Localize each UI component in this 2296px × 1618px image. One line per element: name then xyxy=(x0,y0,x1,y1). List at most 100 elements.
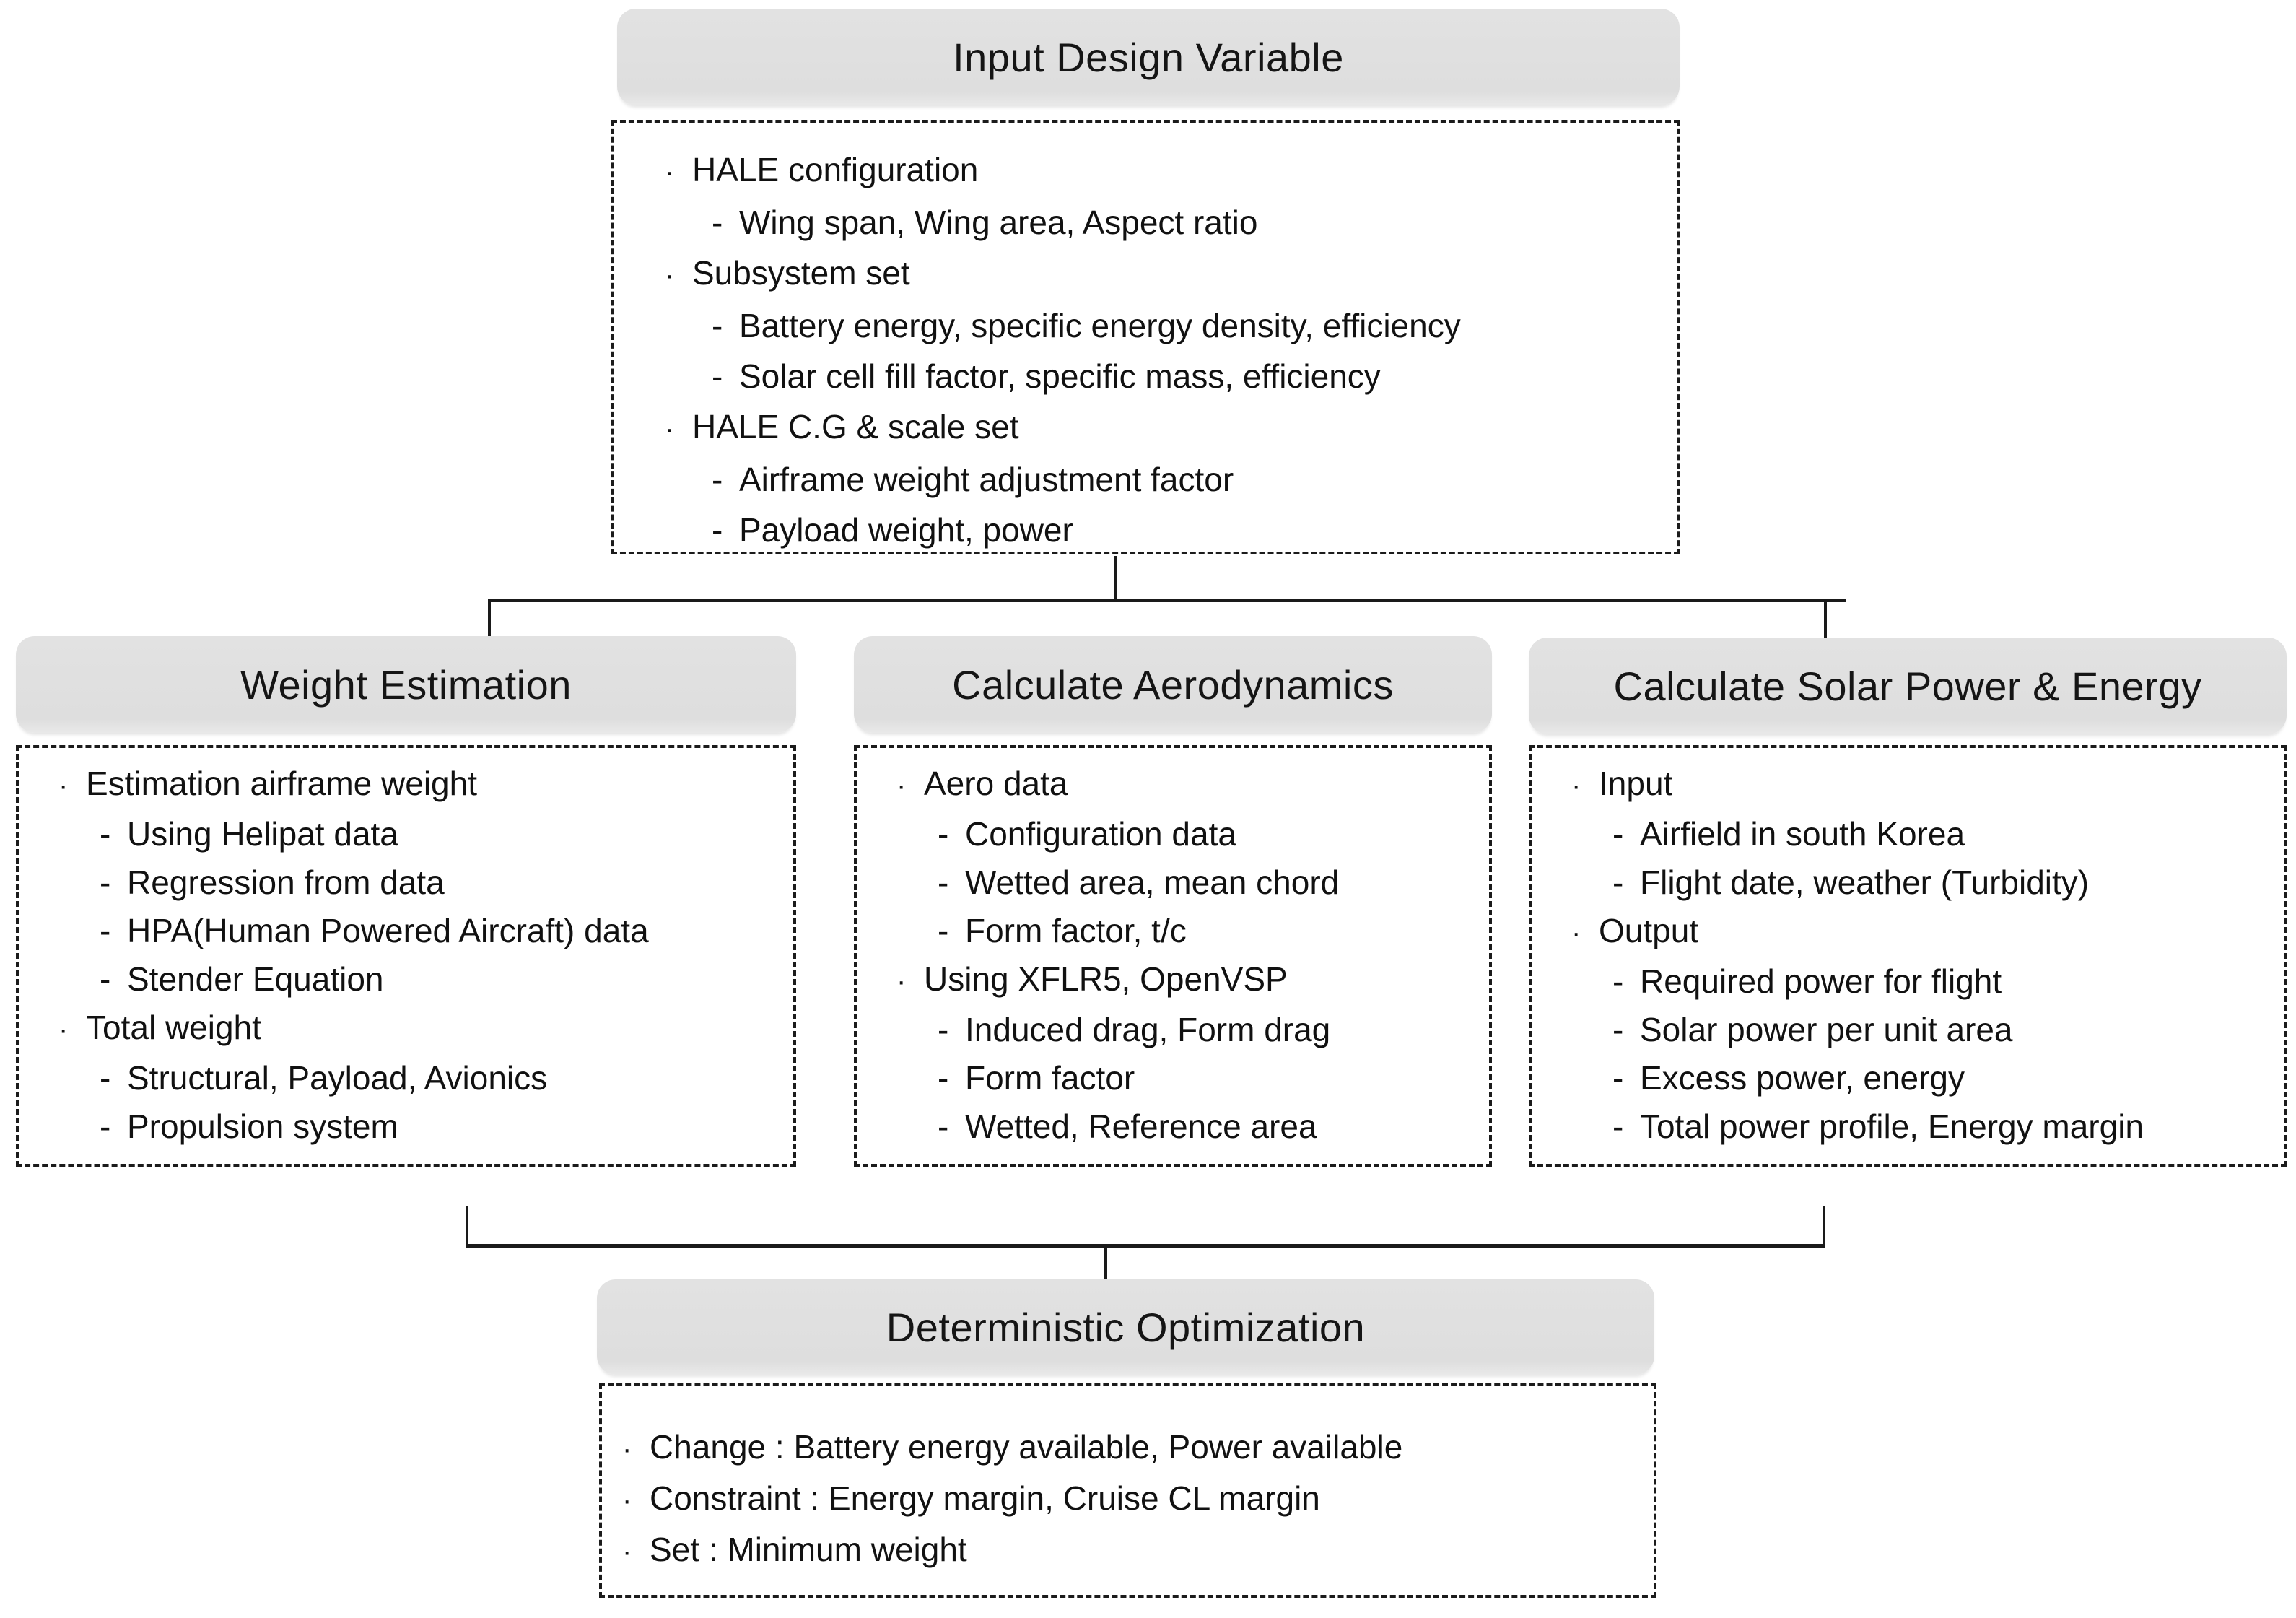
dash-bullet-icon: - xyxy=(938,864,949,901)
list-subitem-label: Stender Equation xyxy=(127,960,384,998)
deterministic-optimization-details-box: · Change : Battery energy available, Powe… xyxy=(599,1383,1656,1598)
input-design-variable-details-box: ·HALE configuration-Wing span, Wing area… xyxy=(611,120,1680,554)
list-subitem: -HPA(Human Powered Aircraft) data xyxy=(100,907,786,955)
flow-connector-bottom-right-riser xyxy=(1823,1206,1825,1248)
list-item-label: Estimation airframe weight xyxy=(86,765,477,802)
dash-bullet-icon: - xyxy=(712,511,723,549)
list-subitem: -Payload weight, power xyxy=(712,505,1669,555)
dot-bullet-icon: · xyxy=(622,1484,632,1516)
list-subitem-label: Solar cell fill factor, specific mass, e… xyxy=(739,357,1381,395)
list-subitem: -Battery energy, specific energy density… xyxy=(712,300,1669,351)
dash-bullet-icon: - xyxy=(100,815,111,853)
dash-bullet-icon: - xyxy=(100,1059,111,1097)
list-subitem: -Solar cell fill factor, specific mass, … xyxy=(712,351,1669,401)
dash-bullet-icon: - xyxy=(712,357,723,395)
calculate-solar-power-list: ·Input-Airfield in south Korea-Flight da… xyxy=(1532,748,2284,1151)
list-subitem: -Structural, Payload, Avionics xyxy=(100,1054,786,1102)
dash-bullet-icon: - xyxy=(1612,1059,1624,1097)
calculate-aerodynamics-list: ·Aero data-Configuration data-Wetted are… xyxy=(857,748,1489,1151)
list-subitem: -Airframe weight adjustment factor xyxy=(712,454,1669,505)
list-item-label: HALE configuration xyxy=(692,151,979,188)
flow-connector-bottom-bus xyxy=(466,1244,1825,1248)
list-item: ·Using XFLR5, OpenVSP xyxy=(896,955,1482,1006)
list-item: ·Input xyxy=(1571,760,2277,810)
list-subitem-label: Payload weight, power xyxy=(739,511,1073,549)
list-subitem-label: Battery energy, specific energy density,… xyxy=(739,307,1461,344)
calculate-aerodynamics-details-box: ·Aero data-Configuration data-Wetted are… xyxy=(854,745,1492,1167)
dash-bullet-icon: - xyxy=(938,1011,949,1048)
list-item-label: Set : Minimum weight xyxy=(650,1531,967,1568)
dash-bullet-icon: - xyxy=(712,461,723,498)
list-subitem-label: HPA(Human Powered Aircraft) data xyxy=(127,912,649,949)
list-subitem: -Form factor, t/c xyxy=(938,907,1482,955)
weight-estimation-header: Weight Estimation xyxy=(16,636,796,733)
input-design-variable-list: ·HALE configuration-Wing span, Wing area… xyxy=(614,123,1677,555)
list-subitem: -Regression from data xyxy=(100,858,786,907)
list-item-label: Output xyxy=(1599,912,1699,949)
list-subitem-label: Propulsion system xyxy=(127,1108,398,1145)
list-subitem: -Configuration data xyxy=(938,810,1482,858)
list-item-label: HALE C.G & scale set xyxy=(692,408,1019,445)
flow-connector-bottom-left-riser xyxy=(466,1206,468,1248)
list-subitem-label: Wing span, Wing area, Aspect ratio xyxy=(739,204,1258,241)
dot-bullet-icon: · xyxy=(58,1014,69,1045)
list-subitem: -Form factor xyxy=(938,1054,1482,1102)
list-item: ·Total weight xyxy=(58,1004,786,1054)
list-item-label: Using XFLR5, OpenVSP xyxy=(924,960,1288,998)
list-item: ·Output xyxy=(1571,907,2277,957)
dot-bullet-icon: · xyxy=(665,259,675,291)
list-item-label: Change : Battery energy available, Power… xyxy=(650,1428,1403,1466)
list-item-label: Constraint : Energy margin, Cruise CL ma… xyxy=(650,1479,1320,1517)
calculate-aerodynamics-title: Calculate Aerodynamics xyxy=(952,661,1394,708)
list-item: · Constraint : Energy margin, Cruise CL m… xyxy=(622,1474,1646,1525)
dash-bullet-icon: - xyxy=(100,1108,111,1145)
weight-estimation-details-box: ·Estimation airframe weight-Using Helipa… xyxy=(16,745,796,1167)
dot-bullet-icon: · xyxy=(665,413,675,445)
list-subitem-label: Solar power per unit area xyxy=(1640,1011,2013,1048)
list-item: ·Change : Battery energy available, Powe… xyxy=(622,1422,1646,1474)
list-subitem: -Induced drag, Form drag xyxy=(938,1006,1482,1054)
list-subitem: -Airfield in south Korea xyxy=(1612,810,2277,858)
list-subitem-label: Form factor xyxy=(965,1059,1135,1097)
list-subitem: -Stender Equation xyxy=(100,955,786,1004)
list-subitem-label: Airfield in south Korea xyxy=(1640,815,1965,853)
flow-connector-top-bus xyxy=(488,599,1846,602)
list-subitem-label: Airframe weight adjustment factor xyxy=(739,461,1234,498)
dash-bullet-icon: - xyxy=(1612,1108,1624,1145)
list-item: · HALE configuration xyxy=(665,144,1669,197)
flow-connector-bottom-stem xyxy=(1104,1244,1107,1281)
flow-connector-top-stem xyxy=(1114,556,1117,601)
input-design-variable-title: Input Design Variable xyxy=(953,34,1344,80)
deterministic-optimization-list: · Change : Battery energy available, Powe… xyxy=(602,1386,1654,1576)
dash-bullet-icon: - xyxy=(938,1059,949,1097)
flow-connector-top-left-drop xyxy=(488,599,491,638)
list-item-label: Aero data xyxy=(924,765,1068,802)
dash-bullet-icon: - xyxy=(938,912,949,949)
list-subitem-label: Form factor, t/c xyxy=(965,912,1187,949)
dot-bullet-icon: · xyxy=(1571,770,1581,801)
list-subitem-label: Flight date, weather (Turbidity) xyxy=(1640,864,2090,901)
dash-bullet-icon: - xyxy=(100,864,111,901)
list-item: · HALE C.G & scale set xyxy=(665,401,1669,454)
dash-bullet-icon: - xyxy=(1612,864,1624,901)
dot-bullet-icon: · xyxy=(58,770,69,801)
dash-bullet-icon: - xyxy=(100,912,111,949)
deterministic-optimization-header: Deterministic Optimization xyxy=(597,1279,1654,1375)
list-subitem: -Total power profile, Energy margin xyxy=(1612,1102,2277,1151)
dash-bullet-icon: - xyxy=(938,1108,949,1145)
dash-bullet-icon: - xyxy=(712,307,723,344)
list-subitem: -Required power for flight xyxy=(1612,957,2277,1006)
list-subitem: -Wing span, Wing area, Aspect ratio xyxy=(712,197,1669,248)
flow-connector-top-right-drop xyxy=(1824,599,1827,639)
dot-bullet-icon: · xyxy=(896,770,907,801)
list-subitem-label: Regression from data xyxy=(127,864,445,901)
list-subitem: -Excess power, energy xyxy=(1612,1054,2277,1102)
dot-bullet-icon: · xyxy=(665,156,675,188)
list-subitem-label: Excess power, energy xyxy=(1640,1059,1965,1097)
list-item: · Estimation airframe weight xyxy=(58,760,786,810)
calculate-solar-power-details-box: ·Input-Airfield in south Korea-Flight da… xyxy=(1529,745,2287,1167)
deterministic-optimization-title: Deterministic Optimization xyxy=(886,1304,1366,1350)
list-subitem: -Wetted, Reference area xyxy=(938,1102,1482,1151)
list-subitem-label: Wetted area, mean chord xyxy=(965,864,1340,901)
